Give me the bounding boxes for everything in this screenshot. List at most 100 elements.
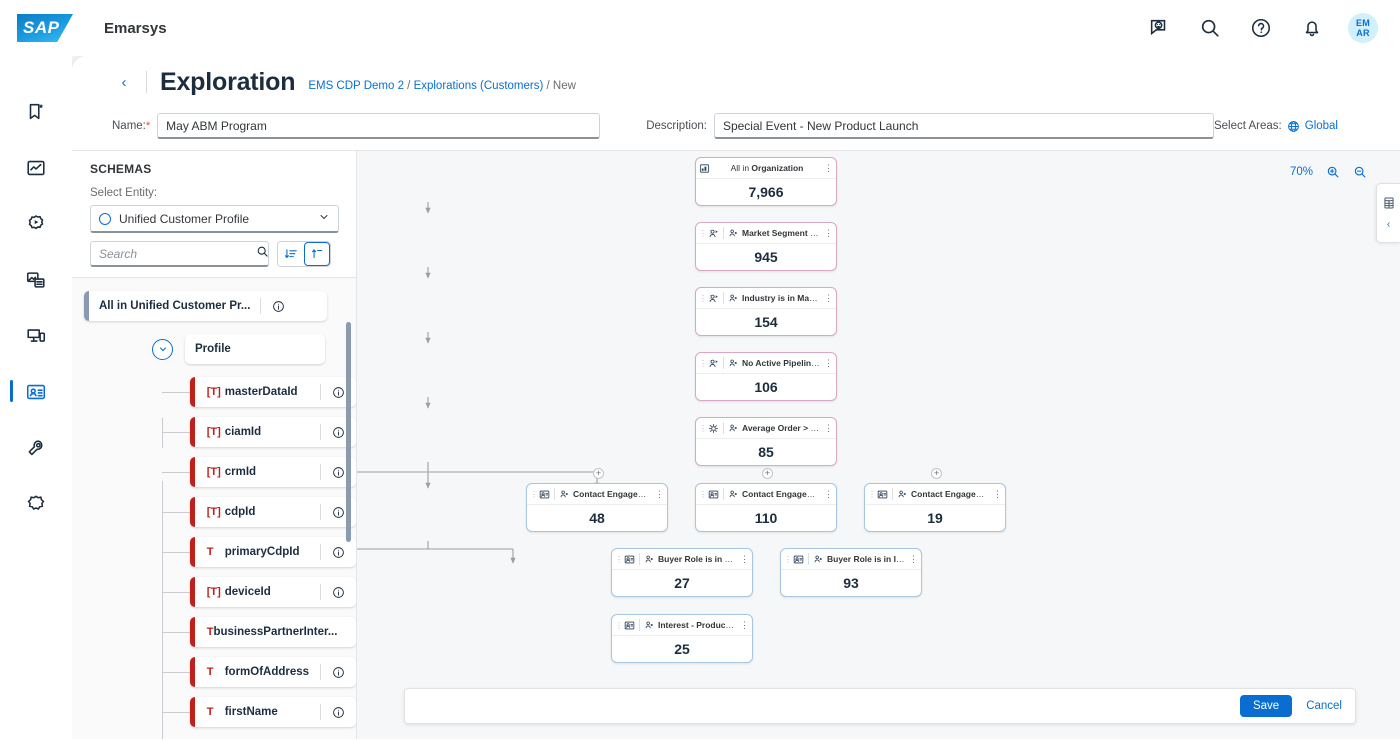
flow-node[interactable]: ⋮⋮Contact Engagement is i...⋮110	[695, 483, 837, 532]
field-node-chip[interactable]: [T]cdpId	[189, 497, 356, 527]
tree-row-field[interactable]: [T]masterDataId	[72, 372, 356, 412]
drag-handle-icon[interactable]: ⋮⋮	[699, 358, 714, 368]
sidebar-item-channels[interactable]	[0, 308, 72, 364]
node-menu-icon[interactable]: ⋮	[824, 488, 833, 499]
breadcrumb-item-explorations[interactable]: Explorations (Customers)	[413, 79, 544, 92]
info-icon[interactable]	[321, 586, 356, 599]
drag-handle-icon[interactable]: ⋮⋮	[615, 620, 630, 630]
sidebar-item-automation[interactable]	[0, 196, 72, 252]
save-button[interactable]: Save	[1239, 695, 1293, 717]
collapse-panel-icon[interactable]: ‹	[1386, 219, 1391, 230]
flow-node[interactable]: All in Organization⋮7,966	[695, 157, 837, 206]
flow-node[interactable]: ⋮⋮Market Segment is in LE,...⋮945	[695, 222, 837, 271]
flow-node[interactable]: ⋮⋮Average Order > 200⋮85	[695, 417, 837, 466]
help-icon[interactable]	[1246, 13, 1276, 43]
node-menu-icon[interactable]: ⋮	[740, 553, 749, 564]
flow-node[interactable]: ⋮⋮Buyer Role is in Influencer⋮93	[780, 548, 922, 597]
tree-row-group[interactable]: Profile	[72, 326, 356, 372]
avatar[interactable]: EM AR	[1348, 13, 1378, 43]
sidebar-item-analytics[interactable]	[0, 140, 72, 196]
flow-node[interactable]: ⋮⋮Buyer Role is in Decision...⋮27	[611, 548, 753, 597]
tree-row-root[interactable]: All in Unified Customer Pr...	[72, 286, 356, 326]
drag-handle-icon[interactable]: ⋮⋮	[530, 489, 545, 499]
tree-row-field[interactable]: [T]crmId	[72, 452, 356, 492]
drag-handle-icon[interactable]: ⋮⋮	[699, 423, 714, 433]
search-input[interactable]	[99, 246, 256, 261]
cancel-button[interactable]: Cancel	[1306, 700, 1342, 712]
info-icon[interactable]	[321, 546, 356, 559]
drag-handle-icon[interactable]: ⋮⋮	[615, 554, 630, 564]
select-areas-value[interactable]: Global	[1304, 120, 1338, 132]
feedback-icon[interactable]	[1144, 13, 1174, 43]
zoom-in-icon[interactable]	[1326, 165, 1340, 179]
search-box[interactable]	[90, 241, 269, 267]
node-menu-icon[interactable]: ⋮	[824, 162, 833, 173]
node-menu-icon[interactable]: ⋮	[740, 619, 749, 630]
entity-select[interactable]: Unified Customer Profile	[90, 205, 339, 233]
field-node-chip[interactable]: [T]ciamId	[189, 417, 356, 447]
sidebar-item-extensions[interactable]	[0, 476, 72, 532]
info-icon[interactable]	[321, 386, 356, 399]
sidebar-item-tools[interactable]	[0, 420, 72, 476]
sort-descending-button[interactable]	[278, 242, 304, 266]
node-menu-icon[interactable]: ⋮	[824, 292, 833, 303]
tree-row-field[interactable]: [T]ciamId	[72, 412, 356, 452]
field-node-chip[interactable]: [T]deviceId	[189, 577, 356, 607]
breadcrumb-item-project[interactable]: EMS CDP Demo 2	[308, 79, 404, 92]
field-node-chip[interactable]: [T]crmId	[189, 457, 356, 487]
node-menu-icon[interactable]: ⋮	[824, 357, 833, 368]
node-menu-icon[interactable]: ⋮	[909, 553, 918, 564]
tree-row-field[interactable]: [T]cdpId	[72, 492, 356, 532]
flow-node[interactable]: ⋮⋮Industry is in Manufacturi...⋮154	[695, 287, 837, 336]
flow-node[interactable]: ⋮⋮No Active Pipeline is in N...⋮106	[695, 352, 837, 401]
sidebar-item-favorites[interactable]	[0, 84, 72, 140]
info-icon[interactable]	[261, 300, 296, 313]
info-icon[interactable]	[321, 426, 356, 439]
node-menu-icon[interactable]: ⋮	[824, 422, 833, 433]
drag-handle-icon[interactable]: ⋮⋮	[699, 489, 714, 499]
sidebar-item-content[interactable]	[0, 252, 72, 308]
drag-handle-icon[interactable]: ⋮⋮	[699, 293, 714, 303]
info-icon[interactable]	[347, 626, 356, 639]
sidebar-item-contacts[interactable]	[0, 364, 72, 420]
add-node-button[interactable]: +	[593, 468, 604, 479]
drag-handle-icon[interactable]: ⋮⋮	[784, 554, 799, 564]
expand-collapse-icon[interactable]	[152, 338, 173, 360]
sort-ascending-button[interactable]	[304, 242, 330, 266]
flow-canvas[interactable]: 70%	[357, 151, 1400, 739]
name-input[interactable]	[157, 113, 601, 139]
info-icon[interactable]	[321, 466, 356, 479]
node-menu-icon[interactable]: ⋮	[993, 488, 1002, 499]
flow-node[interactable]: ⋮⋮Contact Engagement is i...⋮48	[526, 483, 668, 532]
zoom-out-icon[interactable]	[1353, 165, 1367, 179]
node-menu-icon[interactable]: ⋮	[655, 488, 664, 499]
schema-tree-scrollbar[interactable]	[346, 322, 351, 542]
info-icon[interactable]	[321, 666, 356, 679]
info-icon[interactable]	[321, 506, 356, 519]
schema-tree[interactable]: All in Unified Customer Pr...	[72, 277, 356, 739]
search-icon[interactable]	[256, 245, 269, 263]
flow-node[interactable]: ⋮⋮Interest - Product A is in ...⋮25	[611, 614, 753, 663]
add-node-button[interactable]: +	[762, 468, 773, 479]
drag-handle-icon[interactable]: ⋮⋮	[868, 489, 883, 499]
add-node-button[interactable]: +	[931, 468, 942, 479]
search-icon[interactable]	[1195, 13, 1225, 43]
tree-row-field[interactable]: [T]deviceId	[72, 572, 356, 612]
back-button[interactable]: ‹	[121, 73, 127, 91]
group-node-chip[interactable]: Profile	[185, 334, 325, 364]
description-input[interactable]	[713, 113, 1214, 139]
table-panel-icon[interactable]	[1382, 196, 1396, 210]
flow-node[interactable]: ⋮⋮Contact Engagement is i...⋮19	[864, 483, 1006, 532]
drag-handle-icon[interactable]: ⋮⋮	[699, 228, 714, 238]
info-icon[interactable]	[321, 706, 356, 719]
node-menu-icon[interactable]: ⋮	[824, 227, 833, 238]
notifications-icon[interactable]	[1297, 13, 1327, 43]
